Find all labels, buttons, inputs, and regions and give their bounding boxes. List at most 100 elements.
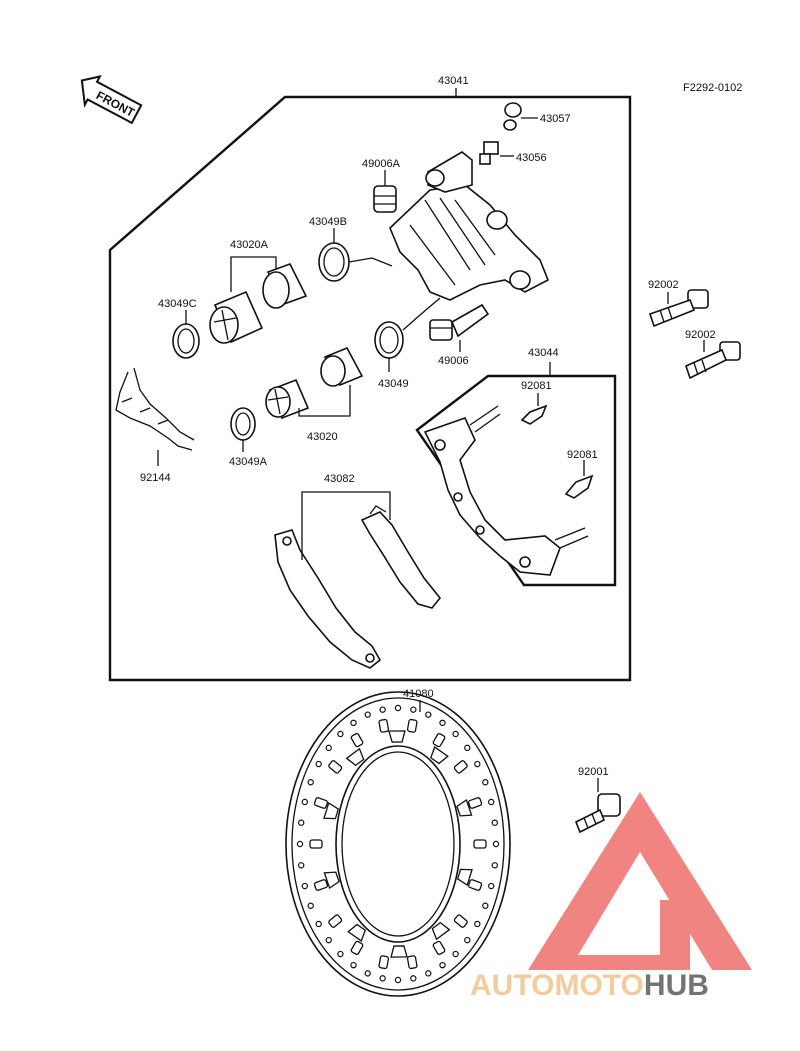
disc-hole <box>313 879 329 891</box>
label-92002-b: 92002 <box>685 329 716 341</box>
disc-hole <box>425 970 432 977</box>
disc-hole <box>298 862 305 869</box>
disc-hole <box>307 779 314 786</box>
label-92001: 92001 <box>578 766 609 778</box>
label-43020a: 43020A <box>230 239 269 251</box>
label-43049: 43049 <box>378 378 409 390</box>
disc-hole <box>425 711 432 718</box>
watermark-text: AUTOMOTOHUB <box>470 969 709 1002</box>
disc-hole <box>328 760 343 774</box>
label-43049a: 43049A <box>229 456 268 468</box>
seal-43049b-inner <box>323 247 345 277</box>
disc-hole <box>337 730 344 738</box>
label-49006: 49006 <box>438 355 469 367</box>
disc-hole <box>337 950 344 958</box>
disc-hole <box>482 902 489 909</box>
disc-hole <box>379 706 386 713</box>
disc-hole <box>431 921 451 941</box>
disc-hole <box>452 950 459 958</box>
front-arrow-icon: FRONT <box>80 75 143 125</box>
disc-hole <box>325 744 332 752</box>
caliper-assembly-outline <box>108 95 632 682</box>
disc-hole <box>467 879 483 891</box>
disc-hole <box>473 839 487 849</box>
leader-43082 <box>301 491 391 560</box>
leader-43020a <box>230 256 277 292</box>
disc-hole <box>482 779 489 786</box>
disc-hole <box>307 902 314 909</box>
brake-disc-41080 <box>285 691 511 997</box>
disc-hole <box>488 798 495 806</box>
disc-hole <box>323 801 340 820</box>
disc-hole <box>328 914 343 928</box>
disc-hole <box>345 747 365 767</box>
label-92081-b: 92081 <box>567 449 598 461</box>
label-92081-a: 92081 <box>521 380 552 392</box>
disc-hole <box>456 798 473 817</box>
bolt-92002-a <box>648 289 709 328</box>
disc-hole <box>309 839 323 849</box>
caliper-body <box>389 151 550 301</box>
disc-hole <box>432 940 446 956</box>
disc-hole <box>298 819 305 826</box>
bleeder-valve-43056 <box>479 141 499 165</box>
label-43057: 43057 <box>540 113 571 125</box>
disc-hole <box>432 732 446 748</box>
disc-hole <box>452 730 459 738</box>
pin-92081-b <box>564 474 594 499</box>
bolt-92002-b <box>685 341 741 380</box>
bleeder-cap-43057 <box>503 102 522 131</box>
label-43020: 43020 <box>307 431 338 443</box>
pin-92081-a <box>520 404 548 425</box>
disc-hole <box>325 936 332 944</box>
disc-hole <box>492 840 500 848</box>
disc-hole <box>439 719 446 727</box>
disc-hole <box>406 718 418 733</box>
pin-49006 <box>429 303 490 341</box>
watermark-logo: AUTOMOTOHUB <box>470 792 752 1002</box>
label-49006a: 49006A <box>362 158 401 170</box>
disc-hole <box>439 961 446 969</box>
disc-hole <box>467 797 483 809</box>
figure-code: F2292-0102 <box>683 82 742 94</box>
boot-49006a <box>373 185 397 213</box>
label-43049c: 43049C <box>158 298 197 310</box>
disc-hole <box>315 760 322 768</box>
brake-pads-43082 <box>274 505 442 669</box>
disc-hole <box>394 976 402 984</box>
leader-43049-link <box>402 297 441 331</box>
disc-hole <box>313 797 329 809</box>
disc-hole <box>315 920 322 928</box>
disc-hole <box>323 871 340 890</box>
disc-hole <box>488 882 495 890</box>
disc-hole <box>410 706 417 713</box>
disc-hole <box>350 719 357 727</box>
disc-hole <box>388 730 406 743</box>
piston-43020a <box>209 263 308 344</box>
disc-hole <box>301 798 308 806</box>
watermark-triangle-icon <box>528 792 752 970</box>
disc-hole <box>347 923 366 942</box>
leader-43049b-link <box>348 257 393 267</box>
disc-hole <box>410 975 417 982</box>
disc-hole <box>464 744 471 752</box>
caliper-bracket <box>423 405 589 576</box>
disc-hole <box>464 936 471 944</box>
disc-hole <box>491 862 498 869</box>
label-92002-a: 92002 <box>648 279 679 291</box>
disc-hole <box>379 975 386 982</box>
disc-hole <box>364 970 371 977</box>
disc-hole <box>394 704 402 712</box>
spring-clip-92144 <box>115 367 195 451</box>
piston-43020 <box>265 346 364 420</box>
disc-hole <box>350 940 364 956</box>
disc-hole <box>474 920 481 928</box>
disc-hole <box>296 840 304 848</box>
disc-hole <box>453 914 468 928</box>
bolt-92001 <box>574 793 621 834</box>
disc-hole <box>378 718 390 733</box>
watermark-text-part2: HUB <box>644 969 709 1002</box>
disc-hole <box>301 882 308 890</box>
disc-hole <box>390 945 408 958</box>
